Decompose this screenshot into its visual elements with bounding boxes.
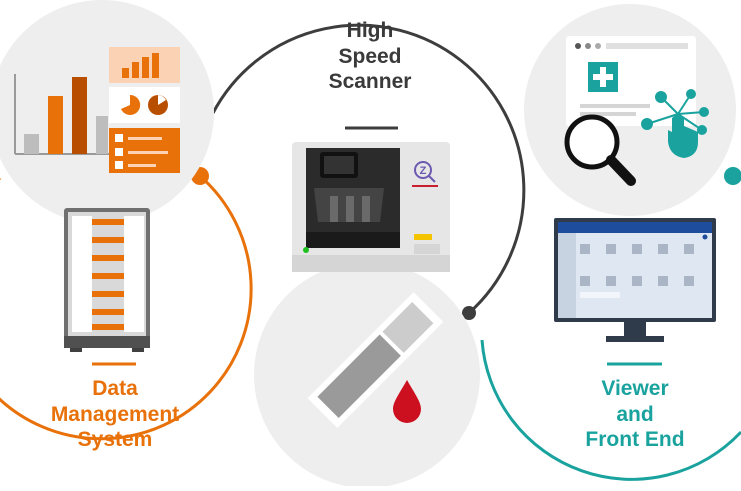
viewer-label-line-2: and	[616, 402, 654, 426]
mini-bar-chart-icon	[109, 47, 180, 83]
scanner-label-line-2: Speed	[338, 44, 402, 68]
dms-label: Data Management System	[10, 376, 220, 453]
magnifier-icon	[564, 114, 636, 186]
scanner-label: High Speed Scanner	[300, 18, 440, 95]
browser-window-icon	[566, 36, 696, 126]
bar-chart-icon	[14, 74, 122, 155]
scanner-badge-letter: Z	[420, 165, 427, 177]
scanner-device-icon	[292, 142, 450, 272]
glass-slide-icon	[307, 292, 444, 428]
viewer-label-line-3: Front End	[585, 428, 685, 452]
scanner-badge-icon: Z	[414, 161, 436, 183]
viewer-ring	[480, 339, 741, 481]
dms-label-line-1: Data	[92, 377, 138, 400]
scanner-label-line-3: Scanner	[328, 70, 412, 94]
monitor-icon	[554, 218, 716, 342]
touch-network-icon	[641, 89, 709, 158]
dms-icon-circle	[0, 0, 214, 224]
server-rack-icon	[64, 208, 150, 352]
blood-drop-icon	[393, 380, 421, 423]
dms-label-line-3: System	[77, 428, 153, 452]
scanner-label-line-1: High	[346, 19, 394, 42]
dms-ring	[0, 174, 253, 441]
viewer-ring-end-dot	[724, 167, 741, 185]
checklist-icon	[109, 128, 180, 173]
dms-label-line-2: Management	[50, 402, 180, 426]
medical-cross-icon	[588, 62, 618, 92]
scanner-ring-end-dot	[462, 306, 476, 320]
viewer-label: Viewer and Front End	[555, 376, 715, 453]
scanner-ring	[211, 23, 526, 315]
pie-chart-icon	[109, 87, 180, 123]
viewer-label-line-1: Viewer	[601, 377, 669, 400]
